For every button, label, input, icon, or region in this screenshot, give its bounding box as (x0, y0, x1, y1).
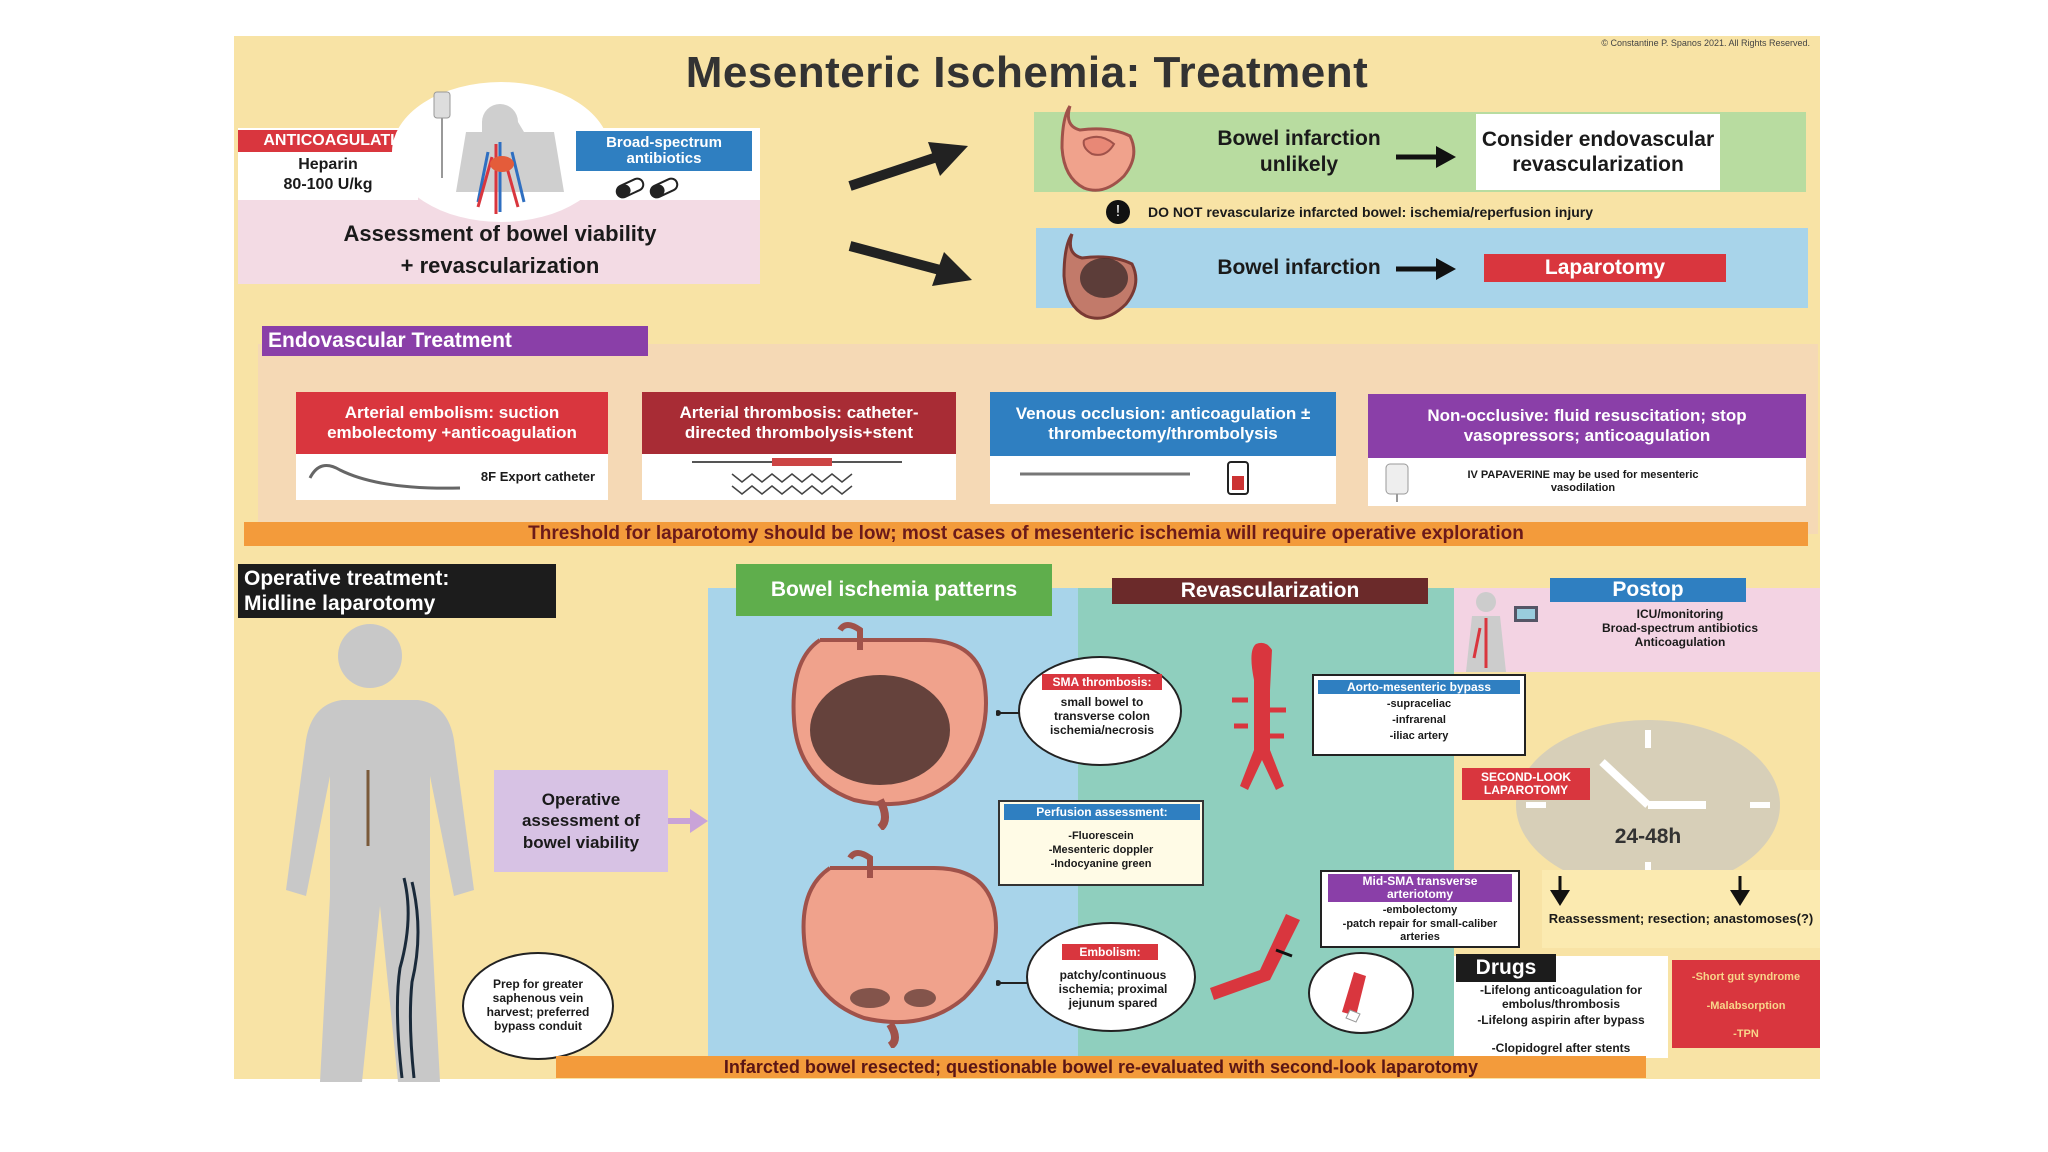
endo-card-title: Venous occlusion: anticoagulation ± thro… (990, 392, 1336, 456)
patterns-header: Bowel ischemia patterns (736, 564, 1052, 616)
perfusion-item: -Mesenteric doppler (1048, 844, 1154, 856)
consider-revasc-box: Consider endovascular revascularization (1476, 114, 1720, 190)
drugs-header: Drugs (1456, 954, 1556, 982)
bottom-banner: Infarcted bowel resected; questionable b… (556, 1056, 1646, 1078)
endo-card-nonocclusive: Non-occlusive: fluid resuscitation; stop… (1368, 394, 1806, 506)
healthy-bowel-image (1050, 96, 1150, 200)
complication-item: -Malabsorption (1706, 999, 1786, 1012)
endo-card-note: 8F Export catheter (480, 469, 596, 485)
bypass-item: -supraceliac (1386, 698, 1452, 710)
bypass-box: Aorto-mesenteric bypass -supraceliac -in… (1312, 674, 1526, 756)
export-catheter-icon (308, 464, 461, 490)
drugs-item: -Lifelong aspirin after bypass (1477, 1013, 1645, 1027)
arrow-down-icon (1728, 876, 1752, 906)
perfusion-item: -Fluorescein (1068, 830, 1134, 842)
pill-icon (614, 176, 679, 199)
complication-item: -TPN (1733, 1027, 1759, 1040)
arteriotomy-item: -patch repair for small-caliber arteries (1342, 918, 1498, 943)
endo-card-title: Non-occlusive: fluid resuscitation; stop… (1368, 394, 1806, 458)
drugs-item: -Lifelong anticoagulation for embolus/th… (1480, 983, 1642, 1011)
antibiotics-label: Broad-spectrum antibiotics (576, 131, 752, 171)
arrow-down-icon (1548, 876, 1572, 906)
operative-assessment-box (494, 770, 668, 872)
endo-card-title: Arterial embolism: suction embolectomy +… (296, 392, 608, 454)
bypass-label: Aorto-mesenteric bypass (1318, 680, 1520, 694)
bypass-item: -iliac artery (1389, 730, 1449, 742)
copyright: © Constantine P. Spanos 2021. All Rights… (1601, 38, 1810, 48)
postop-band (1454, 588, 1820, 672)
sma-artery-image (1210, 914, 1300, 1000)
arteriotomy-label: Mid-SMA transverse arteriotomy (1328, 874, 1512, 902)
perfusion-label: Perfusion assessment: (1004, 804, 1200, 820)
laparotomy-label: Laparotomy (1484, 254, 1726, 282)
operative-header-line1: Operative treatment: (244, 567, 450, 590)
patient-monitor-image (1466, 592, 1538, 672)
catheter-syringe-icon (1020, 461, 1249, 495)
operative-header-line2: Midline laparotomy (244, 592, 436, 616)
connector-line (995, 704, 1020, 716)
postop-item: Anticoagulation (1634, 635, 1726, 649)
drugs-item: -Clopidogrel after stents (1491, 1041, 1631, 1055)
postop-header: Postop (1550, 578, 1746, 602)
perfusion-box: Perfusion assessment: -Fluorescein -Mese… (998, 800, 1204, 886)
sma-thrombosis-bowel-image (791, 622, 988, 830)
reassessment-text: Reassessment; resection; anastomoses(?) (1548, 910, 1814, 926)
arrow-right-icon (668, 806, 708, 836)
arteriotomy-closeup-image (1308, 952, 1414, 1034)
endo-card-venous: Venous occlusion: anticoagulation ± thro… (990, 392, 1336, 504)
warning-icon: ! (1106, 200, 1130, 224)
arteriotomy-box: Mid-SMA transverse arteriotomy -embolect… (1320, 870, 1520, 948)
complications-box: -Short gut syndrome -Malabsorption -TPN (1672, 960, 1820, 1048)
stent-icon (692, 458, 902, 495)
reassessment-panel (1542, 870, 1820, 948)
infarcted-bowel-image (1054, 222, 1154, 326)
assessment-line2: + revascularization (400, 253, 600, 278)
bowel-unlikely-text: Bowel infarction unlikely (1217, 126, 1381, 176)
sma-thrombosis-bubble: SMA thrombosis: small bowel to transvers… (1018, 656, 1182, 766)
operative-assessment-text: Operative assessment of bowel viability (521, 790, 641, 852)
heparin-text: Heparin (298, 156, 358, 173)
assessment-line1: Assessment of bowel viability (343, 221, 657, 246)
complication-item: -Short gut syndrome (1691, 970, 1801, 983)
warning-text: DO NOT revascularize infarcted bowel: is… (1148, 204, 1594, 220)
page-title: Mesenteric Ischemia: Treatment (685, 48, 1369, 97)
decision-arrows (848, 142, 972, 286)
revasc-header: Revascularization (1112, 578, 1428, 604)
embolism-bowel-image (801, 850, 998, 1048)
arrow-right-icon (1394, 254, 1458, 284)
sma-thrombosis-label: SMA thrombosis: (1042, 674, 1162, 690)
postop-item: ICU/monitoring (1636, 607, 1724, 621)
endo-card-note: IV PAPAVERINE may be used for mesenteric… (1467, 469, 1699, 494)
second-look-label: SECOND-LOOK LAPAROTOMY (1462, 768, 1590, 800)
embolism-label: Embolism: (1062, 944, 1158, 960)
threshold-banner: Threshold for laparotomy should be low; … (244, 522, 1808, 546)
embolism-text: patchy/continuous ischemia; proximal jej… (1058, 968, 1168, 1010)
endo-card-embolism: Arterial embolism: suction embolectomy +… (296, 392, 608, 500)
operative-header: Operative treatment: Midline laparotomy (238, 564, 556, 618)
iv-bag-icon (1385, 463, 1409, 502)
heparin-dose: 80-100 U/kg (283, 176, 373, 193)
saphenous-bubble: Prep for greater saphenous vein harvest;… (462, 952, 614, 1060)
clock-label: 24-48h (1614, 825, 1682, 848)
endo-card-thrombosis: Arterial thrombosis: catheter-directed t… (642, 392, 956, 500)
connector-line (995, 974, 1028, 986)
arrow-down-right-icon (848, 241, 972, 286)
arrow-right-icon (1394, 142, 1458, 172)
bypass-item: -infrarenal (1392, 714, 1446, 726)
postop-item: Broad-spectrum antibiotics (1601, 621, 1759, 635)
perfusion-item: -Indocyanine green (1050, 858, 1152, 870)
bowel-infarction-text: Bowel infarction (1217, 255, 1381, 279)
arrow-up-right-icon (848, 142, 968, 191)
endo-card-title: Arterial thrombosis: catheter-directed t… (642, 392, 956, 454)
clock-icon (1516, 720, 1780, 890)
human-body-silhouette (286, 624, 474, 1082)
sma-thrombosis-text: small bowel to transverse colon ischemia… (1049, 695, 1155, 737)
arteriotomy-item: -embolectomy (1382, 904, 1458, 916)
endovascular-header: Endovascular Treatment (262, 326, 648, 356)
patient-iv-illustration (392, 82, 610, 222)
aorta-image (1232, 642, 1286, 790)
embolism-bubble: Embolism: patchy/continuous ischemia; pr… (1026, 922, 1196, 1032)
